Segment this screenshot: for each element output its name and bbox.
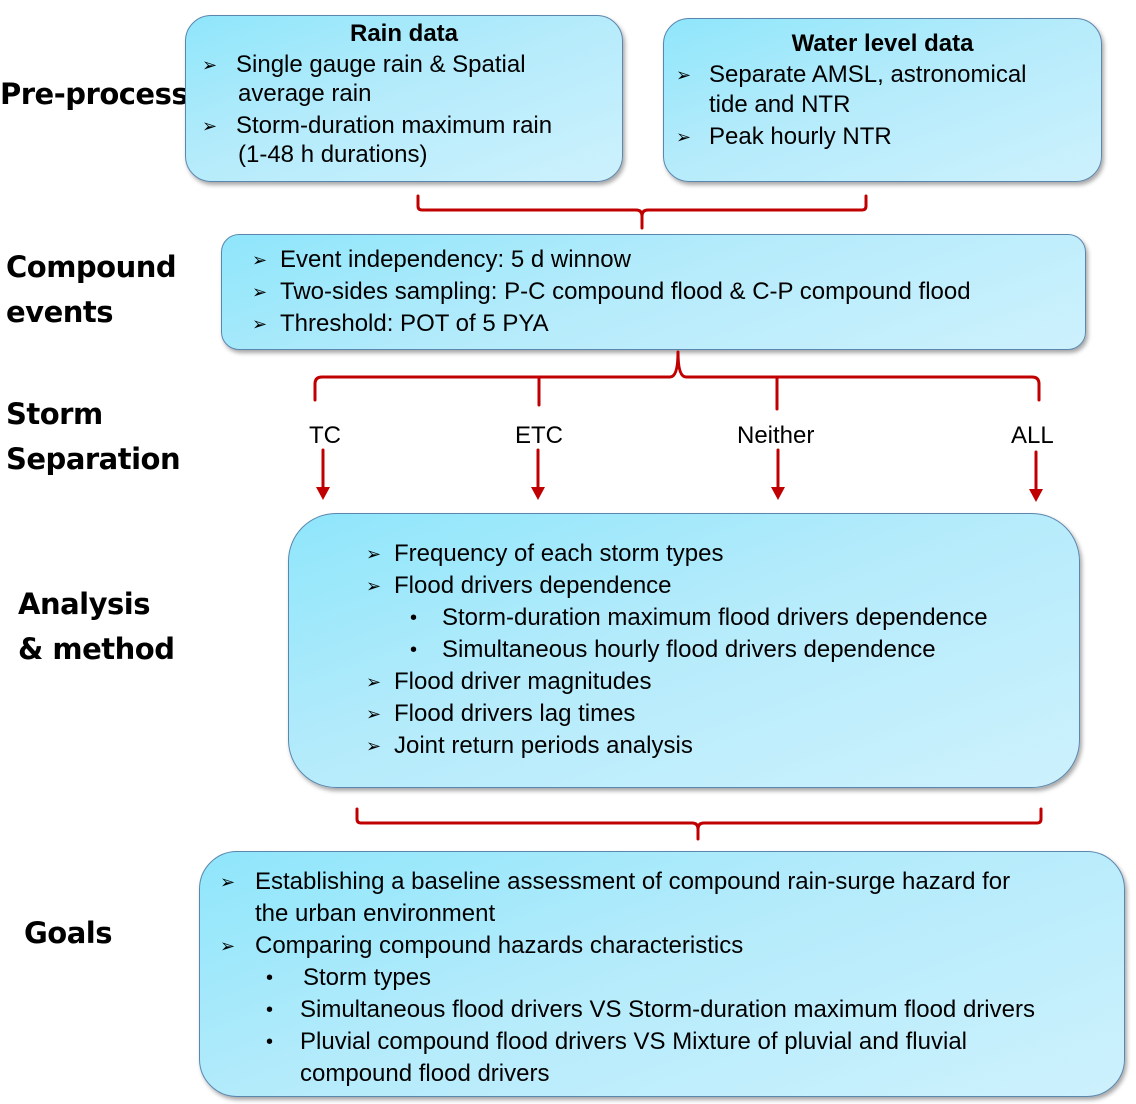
arrowhead-bullet-icon: ➢	[366, 576, 382, 596]
rain-item-2-text: Storm-duration maximum rain	[236, 112, 553, 139]
arrowhead-bullet-icon: ➢	[366, 672, 382, 692]
stage-label-goals: Goals	[24, 916, 113, 950]
rain-item-2: ➢ Storm-duration maximum rain	[186, 110, 622, 142]
analysis-method-box: ➢ Frequency of each storm types ➢ Flood …	[288, 513, 1080, 788]
compound-item-3: ➢ Threshold: POT of 5 PYA	[222, 308, 1085, 340]
stage-label-storm-separation-line1: Storm	[6, 397, 103, 431]
rain-item-1: ➢ Single gauge rain & Spatial	[186, 49, 622, 81]
dot-bullet-icon: •	[266, 999, 274, 1021]
brace-compound-to-storms	[313, 350, 1041, 402]
analysis-item-5: ➢ Joint return periods analysis	[289, 730, 1079, 762]
goals-subitem-3-cont: compound flood drivers	[200, 1058, 1124, 1090]
stage-label-compound-events-line2: events	[6, 295, 114, 329]
goals-item-1-text-cont: the urban environment	[255, 900, 496, 927]
compound-item-2-text: Two-sides sampling: P-C compound flood &…	[280, 278, 971, 305]
analysis-item-1: ➢ Frequency of each storm types	[289, 538, 1079, 570]
stage-label-preprocess: Pre-process	[0, 77, 189, 111]
goals-item-1-text: Establishing a baseline assessment of co…	[255, 868, 1011, 895]
goals-subitem-2-text: Simultaneous flood drivers VS Storm-dura…	[300, 996, 1035, 1023]
water-item-1-text-cont: tide and NTR	[709, 91, 851, 118]
arrowhead-bullet-icon: ➢	[202, 55, 218, 75]
analysis-item-2-text: Flood drivers dependence	[394, 572, 672, 599]
arrow-etc-head-icon	[531, 487, 545, 500]
storm-type-etc: ETC	[515, 422, 563, 449]
goals-subitem-1: • Storm types	[200, 962, 1124, 994]
analysis-item-4-text: Flood drivers lag times	[394, 700, 636, 727]
rain-data-title: Rain data	[349, 20, 459, 47]
water-item-2: ➢ Peak hourly NTR	[664, 121, 1101, 153]
compound-item-2: ➢ Two-sides sampling: P-C compound flood…	[222, 276, 1085, 308]
rain-item-1-text: Single gauge rain & Spatial	[236, 51, 526, 78]
rain-item-2-cont: (1-48 h durations)	[186, 139, 622, 171]
brace-analysis-to-goals	[355, 807, 1043, 841]
analysis-subitem-1: • Storm-duration maximum flood drivers d…	[289, 602, 1079, 634]
dot-bullet-icon: •	[266, 1031, 274, 1053]
water-item-1-text: Separate AMSL, astronomical	[709, 61, 1027, 88]
compound-item-1: ➢ Event independency: 5 d winnow	[222, 244, 1085, 276]
rain-item-1-cont: average rain	[186, 78, 622, 110]
stage-label-analysis-line2: & method	[18, 632, 175, 666]
analysis-item-3: ➢ Flood driver magnitudes	[289, 666, 1079, 698]
goals-subitem-3-text: Pluvial compound flood drivers VS Mixtur…	[300, 1028, 967, 1055]
arrowhead-bullet-icon: ➢	[676, 127, 692, 147]
brace-preprocess-to-compound	[416, 194, 868, 230]
analysis-item-2: ➢ Flood drivers dependence	[289, 570, 1079, 602]
arrow-tc-head-icon	[316, 487, 330, 500]
goals-subitem-3: • Pluvial compound flood drivers VS Mixt…	[200, 1026, 1124, 1058]
stage-label-storm-separation-line2: Separation	[6, 442, 181, 476]
water-item-2-text: Peak hourly NTR	[709, 123, 892, 150]
arrowhead-bullet-icon: ➢	[252, 314, 268, 334]
arrowhead-bullet-icon: ➢	[220, 872, 236, 892]
arrowhead-bullet-icon: ➢	[366, 544, 382, 564]
goals-item-1: ➢ Establishing a baseline assessment of …	[200, 866, 1124, 898]
arrowhead-bullet-icon: ➢	[252, 250, 268, 270]
arrowhead-bullet-icon: ➢	[220, 936, 236, 956]
goals-subitem-1-text: Storm types	[303, 964, 432, 991]
compound-events-box: ➢ Event independency: 5 d winnow ➢ Two-s…	[221, 234, 1086, 350]
water-level-data-box: Water level data ➢ Separate AMSL, astron…	[663, 18, 1102, 182]
goals-item-2-text: Comparing compound hazards characteristi…	[255, 932, 744, 959]
rain-item-2-text-cont: (1-48 h durations)	[238, 141, 428, 168]
goals-item-2: ➢ Comparing compound hazards characteris…	[200, 930, 1124, 962]
compound-item-3-text: Threshold: POT of 5 PYA	[280, 310, 549, 337]
arrow-neither-head-icon	[771, 487, 785, 500]
arrowhead-bullet-icon: ➢	[202, 116, 218, 136]
rain-item-1-text-cont: average rain	[238, 80, 372, 107]
water-item-1: ➢ Separate AMSL, astronomical	[664, 59, 1101, 91]
arrowhead-bullet-icon: ➢	[252, 282, 268, 302]
analysis-subitem-2: • Simultaneous hourly flood drivers depe…	[289, 634, 1079, 666]
analysis-subitem-1-text: Storm-duration maximum flood drivers dep…	[442, 604, 988, 631]
stage-label-analysis-line1: Analysis	[18, 587, 150, 621]
dot-bullet-icon: •	[410, 607, 418, 629]
arrowhead-bullet-icon: ➢	[366, 704, 382, 724]
stage-label-compound-events-line1: Compound	[6, 250, 177, 284]
arrow-all-head-icon	[1029, 489, 1043, 502]
analysis-item-5-text: Joint return periods analysis	[394, 732, 693, 759]
arrowhead-bullet-icon: ➢	[366, 736, 382, 756]
water-item-1-cont: tide and NTR	[664, 89, 1101, 121]
analysis-item-3-text: Flood driver magnitudes	[394, 668, 652, 695]
storm-type-all: ALL	[1011, 422, 1054, 449]
water-level-data-title: Water level data	[791, 30, 974, 57]
goals-item-1-cont: the urban environment	[200, 898, 1124, 930]
analysis-item-1-text: Frequency of each storm types	[394, 540, 724, 567]
arrowhead-bullet-icon: ➢	[676, 65, 692, 85]
goals-box: ➢ Establishing a baseline assessment of …	[199, 851, 1125, 1097]
goals-subitem-3-text-cont: compound flood drivers	[300, 1060, 550, 1087]
compound-item-1-text: Event independency: 5 d winnow	[280, 246, 631, 273]
rain-data-box: Rain data ➢ Single gauge rain & Spatial …	[185, 15, 623, 182]
analysis-item-4: ➢ Flood drivers lag times	[289, 698, 1079, 730]
dot-bullet-icon: •	[266, 967, 274, 989]
analysis-subitem-2-text: Simultaneous hourly flood drivers depend…	[442, 636, 936, 663]
goals-subitem-2: • Simultaneous flood drivers VS Storm-du…	[200, 994, 1124, 1026]
storm-type-tc: TC	[309, 422, 341, 449]
dot-bullet-icon: •	[410, 639, 418, 661]
storm-type-neither: Neither	[737, 422, 815, 449]
